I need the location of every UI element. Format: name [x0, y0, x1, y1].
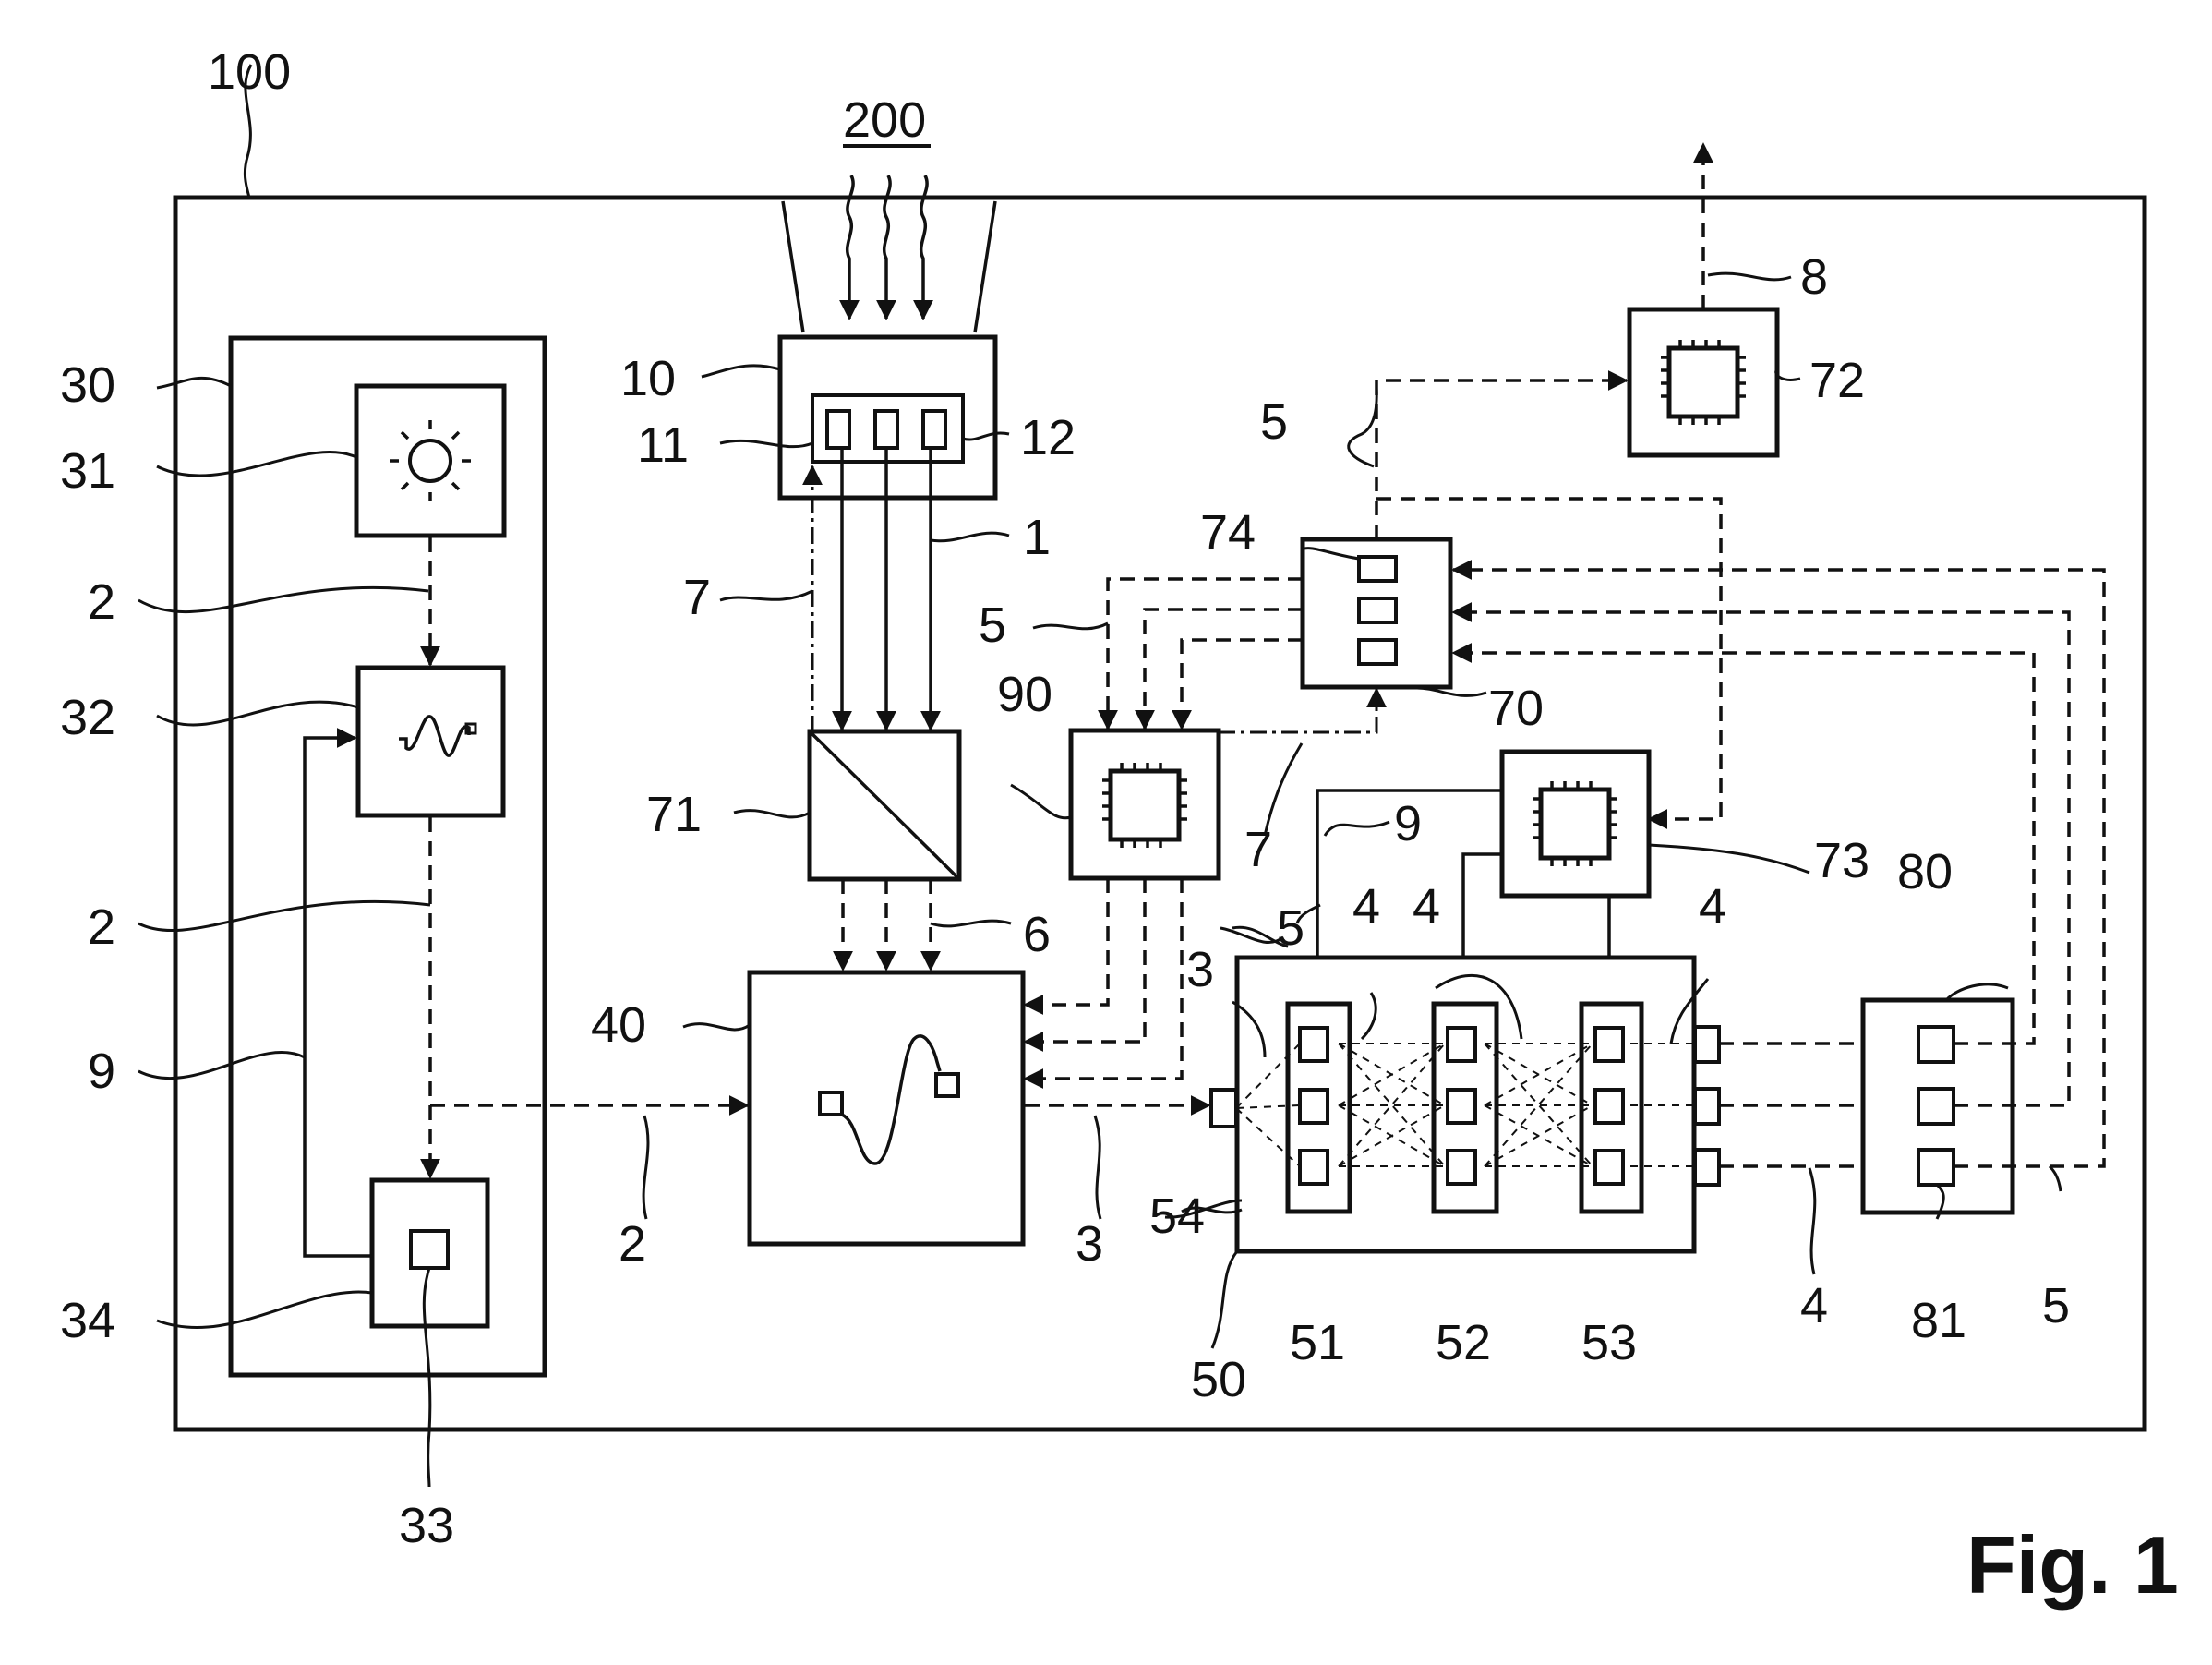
waveform-icon-large [818, 1034, 960, 1165]
modulator-32 [355, 665, 506, 818]
incoming-wave-arrows [839, 175, 933, 320]
label-40: 40 [591, 997, 646, 1053]
label-2-a: 2 [88, 574, 115, 630]
input-port [1209, 1088, 1238, 1128]
processor-40 [747, 970, 1026, 1247]
sensor-cell-2 [873, 409, 899, 450]
label-7-b: 7 [1244, 822, 1272, 877]
label-9-a: 9 [88, 1044, 115, 1099]
control-9-to-52 [1453, 852, 1502, 1005]
neurons-52 [1446, 1026, 1477, 1186]
label-4-c: 4 [1699, 879, 1726, 935]
label-72: 72 [1809, 353, 1865, 408]
label-4-d: 4 [1800, 1278, 1828, 1333]
waveform-icon [399, 715, 477, 757]
label-12: 12 [1020, 410, 1076, 465]
label-30: 30 [60, 357, 115, 413]
signal-5-to-72 [1375, 370, 1629, 539]
label-1: 1 [1023, 510, 1051, 565]
light-source-31 [354, 383, 507, 538]
leader-lines [138, 64, 2062, 1488]
signal-5-70-90-c [1172, 638, 1303, 730]
label-2-b: 2 [88, 899, 115, 955]
label-3-a: 3 [1076, 1216, 1103, 1272]
label-33: 33 [399, 1498, 454, 1553]
element-33 [409, 1229, 450, 1270]
label-11: 11 [637, 417, 689, 473]
label-200: 200 [843, 92, 926, 148]
figure-caption: Fig. 1 [1966, 1519, 2179, 1611]
detector-34 [369, 1177, 490, 1329]
chip-73 [1499, 749, 1652, 899]
label-6: 6 [1023, 907, 1051, 962]
label-53: 53 [1581, 1315, 1637, 1370]
signal-5-fb-b [1451, 602, 2071, 1107]
label-32: 32 [60, 690, 115, 745]
label-5-a: 5 [979, 597, 1006, 653]
control-9-to-51 [1307, 789, 1502, 1005]
label-74: 74 [1200, 505, 1256, 561]
memory-cell-74 [1357, 555, 1398, 583]
memory-cell-2 [1357, 597, 1398, 624]
input-funnel [781, 200, 997, 333]
neurons-53 [1593, 1026, 1625, 1186]
chip-90 [1068, 728, 1221, 881]
label-3-b: 3 [1186, 942, 1214, 997]
label-10: 10 [620, 351, 676, 406]
label-5-b: 5 [1277, 900, 1304, 956]
label-4-a: 4 [1352, 879, 1380, 935]
label-34: 34 [60, 1293, 115, 1348]
signal-5-fb-a [1451, 643, 2036, 1045]
label-50: 50 [1191, 1352, 1246, 1407]
label-73: 73 [1814, 833, 1869, 888]
control-7-90-70 [1219, 687, 1387, 734]
signal-5-fb-c [1451, 560, 2106, 1168]
signal-5-90-40-b [1023, 878, 1147, 1052]
label-31: 31 [60, 443, 115, 499]
sensor-cell-3 [921, 409, 947, 450]
label-9-b: 9 [1394, 796, 1422, 851]
label-90: 90 [997, 667, 1052, 722]
feedback-9-left [303, 728, 372, 1258]
signal-5-70-90-b [1135, 608, 1303, 730]
chip-72 [1627, 307, 1780, 458]
label-54: 54 [1149, 1188, 1205, 1244]
label-2-c: 2 [619, 1216, 646, 1272]
neuron-54 [1298, 1149, 1329, 1186]
memory-cell-3 [1357, 638, 1398, 666]
signal-5-to-73 [1376, 497, 1723, 829]
signal-5-90-40-a [1023, 878, 1110, 1015]
label-70: 70 [1488, 681, 1544, 736]
label-4-b: 4 [1413, 879, 1440, 935]
neurons-51 [1298, 1026, 1329, 1186]
label-52: 52 [1436, 1315, 1491, 1370]
output-ports [1693, 1025, 1721, 1187]
label-8: 8 [1800, 249, 1828, 305]
label-5-d: 5 [2042, 1278, 2070, 1333]
label-5-c: 5 [1260, 394, 1288, 450]
signal-5-90-40-c [1023, 878, 1184, 1089]
memory-block-70 [1300, 537, 1453, 690]
label-80: 80 [1897, 844, 1953, 899]
element-81 [1917, 1148, 1955, 1187]
sun-icon [390, 420, 471, 501]
converter-71 [807, 729, 962, 882]
label-51: 51 [1290, 1315, 1345, 1370]
label-100: 100 [208, 44, 291, 100]
network-connections [1235, 1043, 1695, 1167]
label-81: 81 [1911, 1293, 1966, 1348]
signal-5-70-90-a [1098, 577, 1303, 730]
sensor-cell-1 [825, 409, 851, 450]
label-71: 71 [646, 787, 702, 842]
label-7-a: 7 [683, 570, 711, 625]
